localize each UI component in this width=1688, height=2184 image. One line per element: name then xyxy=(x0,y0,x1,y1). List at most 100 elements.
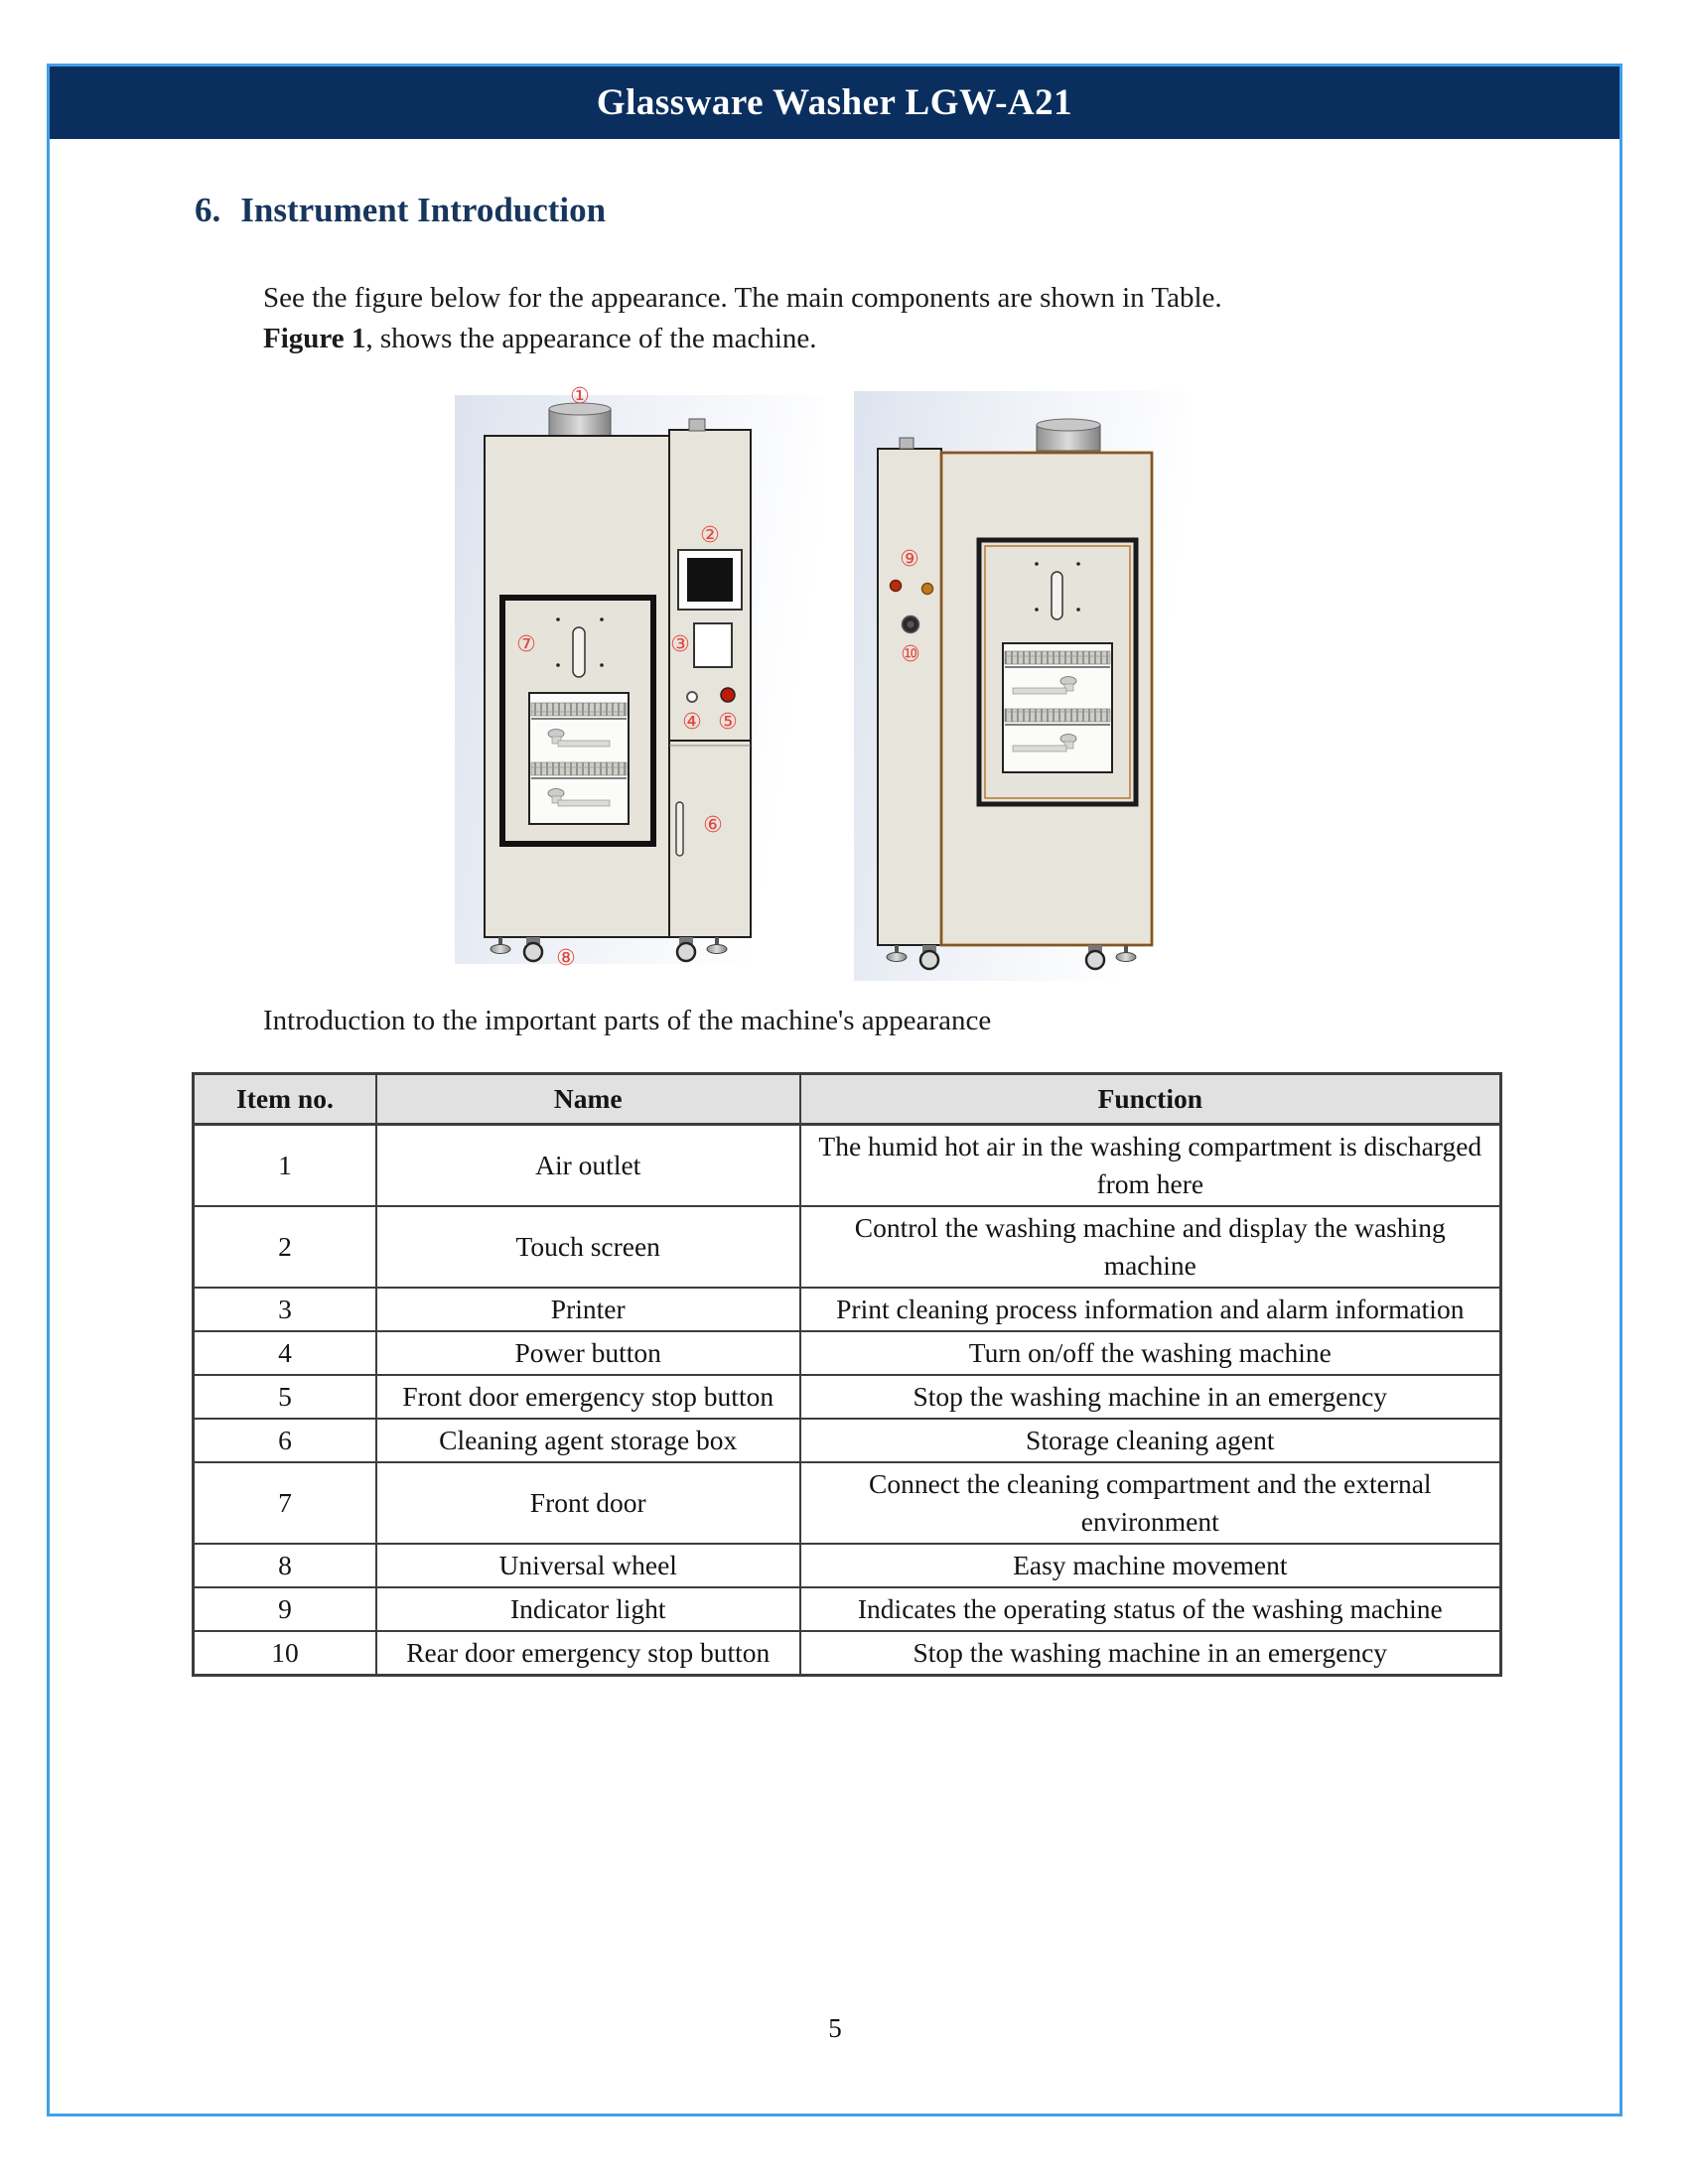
cell-name: Front door xyxy=(374,1461,801,1545)
rack-lower xyxy=(530,761,628,776)
rear-view-drawing: ⑨ ⑩ xyxy=(854,391,1186,981)
section-heading: 6. Instrument Introduction xyxy=(195,191,606,230)
rear-door-window xyxy=(1002,642,1113,773)
figure-1-machine-drawings: ① ② ③ ④ ⑤ xyxy=(455,384,1186,983)
rear-emergency-stop-button xyxy=(901,614,920,634)
rack-upper xyxy=(530,702,628,717)
cell-item-no: 9 xyxy=(192,1586,377,1632)
caster-wheel xyxy=(1084,949,1106,971)
callout-3: ③ xyxy=(670,632,690,657)
cell-name: Air outlet xyxy=(374,1123,801,1207)
page-number: 5 xyxy=(828,2013,842,2043)
cell-item-no: 4 xyxy=(192,1330,377,1376)
cell-function: Connect the cleaning compartment and the… xyxy=(798,1461,1502,1545)
col-header-item-no: Item no. xyxy=(192,1072,377,1126)
cell-name: Touch screen xyxy=(374,1205,801,1289)
callout-7: ⑦ xyxy=(516,632,536,657)
universal-wheels-front xyxy=(490,937,728,963)
cell-item-no: 2 xyxy=(192,1205,377,1289)
control-column xyxy=(668,429,752,938)
front-door: ⑦ xyxy=(499,595,656,847)
table-header-row: Item no. Name Function xyxy=(192,1072,1502,1126)
intro-line2: , shows the appearance of the machine. xyxy=(365,323,817,354)
table-caption: Introduction to the important parts of t… xyxy=(263,1005,992,1036)
cell-name: Power button xyxy=(374,1330,801,1376)
cleaning-agent-storage-box xyxy=(675,801,684,857)
cell-name: Rear door emergency stop button xyxy=(374,1630,801,1677)
rear-spray-arm-upper xyxy=(1012,676,1077,695)
indicator-light-red xyxy=(889,579,903,593)
document-title: Glassware Washer LGW-A21 xyxy=(596,82,1073,123)
cell-item-no: 5 xyxy=(192,1374,377,1420)
cell-function: Print cleaning process information and a… xyxy=(798,1287,1502,1332)
callout-4: ④ xyxy=(682,710,702,735)
callout-2: ② xyxy=(700,523,720,548)
section-title: Instrument Introduction xyxy=(240,191,607,229)
caster-wheel xyxy=(918,949,940,971)
callout-5: ⑤ xyxy=(718,710,738,735)
rear-rack-upper xyxy=(1004,650,1111,665)
power-button xyxy=(686,691,698,703)
cell-function: The humid hot air in the washing compart… xyxy=(798,1123,1502,1207)
top-vent xyxy=(688,418,706,432)
cell-name: Front door emergency stop button xyxy=(374,1374,801,1420)
cell-function: Stop the washing machine in an emergency xyxy=(798,1630,1502,1677)
air-outlet xyxy=(548,402,612,437)
callout-1: ① xyxy=(570,385,590,409)
leveling-foot xyxy=(886,952,908,962)
rear-door-handle xyxy=(1035,562,1080,620)
cell-function: Turn on/off the washing machine xyxy=(798,1330,1502,1376)
col-header-name: Name xyxy=(374,1072,801,1126)
front-door-handle xyxy=(556,617,604,678)
spray-arm-lower xyxy=(547,788,611,807)
cell-item-no: 7 xyxy=(192,1461,377,1545)
caster-wheel xyxy=(522,941,544,963)
cell-item-no: 3 xyxy=(192,1287,377,1332)
cell-name: Printer xyxy=(374,1287,801,1332)
cell-item-no: 1 xyxy=(192,1123,377,1207)
leveling-foot xyxy=(490,944,511,954)
universal-wheels-rear xyxy=(886,945,1137,971)
section-number: 6. xyxy=(195,191,221,229)
callout-6: ⑥ xyxy=(703,813,723,838)
cell-name: Cleaning agent storage box xyxy=(374,1418,801,1463)
col-header-function: Function xyxy=(798,1072,1502,1126)
front-emergency-stop-button xyxy=(720,687,736,703)
rear-rack-lower xyxy=(1004,708,1111,723)
cell-name: Universal wheel xyxy=(374,1543,801,1588)
leveling-foot xyxy=(706,944,728,954)
front-view-drawing: ① ② ③ ④ ⑤ xyxy=(455,384,824,971)
cell-function: Stop the washing machine in an emergency xyxy=(798,1374,1502,1420)
rear-air-outlet xyxy=(1036,418,1101,452)
rear-top-vent xyxy=(899,437,914,450)
cell-function: Easy machine movement xyxy=(798,1543,1502,1588)
cell-function: Storage cleaning agent xyxy=(798,1418,1502,1463)
cell-function: Control the washing machine and display … xyxy=(798,1205,1502,1289)
intro-paragraph: See the figure below for the appearance.… xyxy=(263,278,1435,359)
cell-item-no: 6 xyxy=(192,1418,377,1463)
front-door-window xyxy=(528,692,630,825)
cell-item-no: 10 xyxy=(192,1630,377,1677)
spray-arm-upper xyxy=(547,729,611,748)
leveling-foot xyxy=(1115,952,1137,962)
intro-line1: See the figure below for the appearance.… xyxy=(263,282,1222,314)
callout-9: ⑨ xyxy=(900,547,919,572)
figure-1-svg: ① ② ③ ④ ⑤ xyxy=(455,384,1186,981)
touch-screen xyxy=(677,549,743,611)
cell-name: Indicator light xyxy=(374,1586,801,1632)
caster-wheel xyxy=(675,941,697,963)
cell-function: Indicates the operating status of the wa… xyxy=(798,1586,1502,1632)
figure-reference: Figure 1 xyxy=(263,323,366,354)
cell-item-no: 8 xyxy=(192,1543,377,1588)
